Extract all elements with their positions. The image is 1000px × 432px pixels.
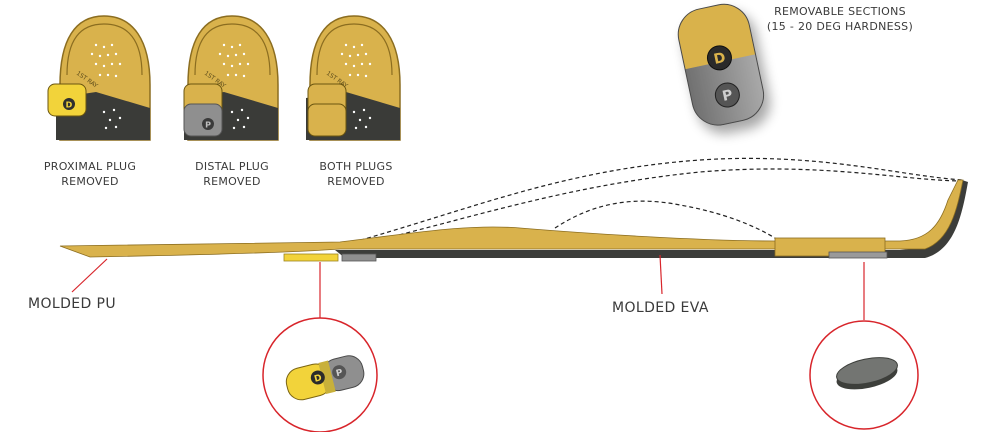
caption-line2: REMOVED [327,175,385,188]
callout-plug-d-letter: D [313,373,323,385]
caption-line1: DISTAL PLUG [195,160,269,173]
pu-leader-line [71,258,108,293]
pu-shell [59,179,964,258]
insole-both-removed: 1ST RAY BOTH PLUGS REMOVED [306,15,401,188]
insole-distal-removed: 1ST RAY P DISTAL PLUG REMOVED [183,15,279,188]
eva-leader-line [659,254,663,295]
plug-d-badge [706,45,732,71]
callout-disc [836,357,898,390]
caption-line1: BOTH PLUGS [319,160,392,173]
caption-line2: REMOVED [61,175,119,188]
removable-subtitle: (15 - 20 DEG HARDNESS) [767,20,913,33]
caption-line2: REMOVED [203,175,261,188]
callout-plug-pair: D P [285,355,365,401]
plug-p [183,103,223,137]
profile-plug-d [283,253,339,262]
caption-line1: PROXIMAL PLUG [44,160,136,173]
profile-plug-p [341,253,377,262]
callout-plug-p-letter: P [335,368,344,379]
removable-sections-plug: D P [677,3,765,126]
profile-removable-section [828,251,888,259]
plug-letter: D [66,101,73,110]
plug-d-letter: D [712,50,727,68]
plug-letter: P [205,121,211,130]
plug-p-letter: P [721,87,734,105]
molded-eva-label: MOLDED EVA [612,300,709,316]
molded-pu-label: MOLDED PU [28,296,116,312]
removable-title: REMOVABLE SECTIONS [774,5,906,18]
side-profile [59,157,968,262]
insole-proximal-removed: 1ST RAY D PROXIMAL PLUG REMOVED [44,15,151,188]
eva-layer [335,180,968,258]
plug-p-badge [714,82,740,108]
